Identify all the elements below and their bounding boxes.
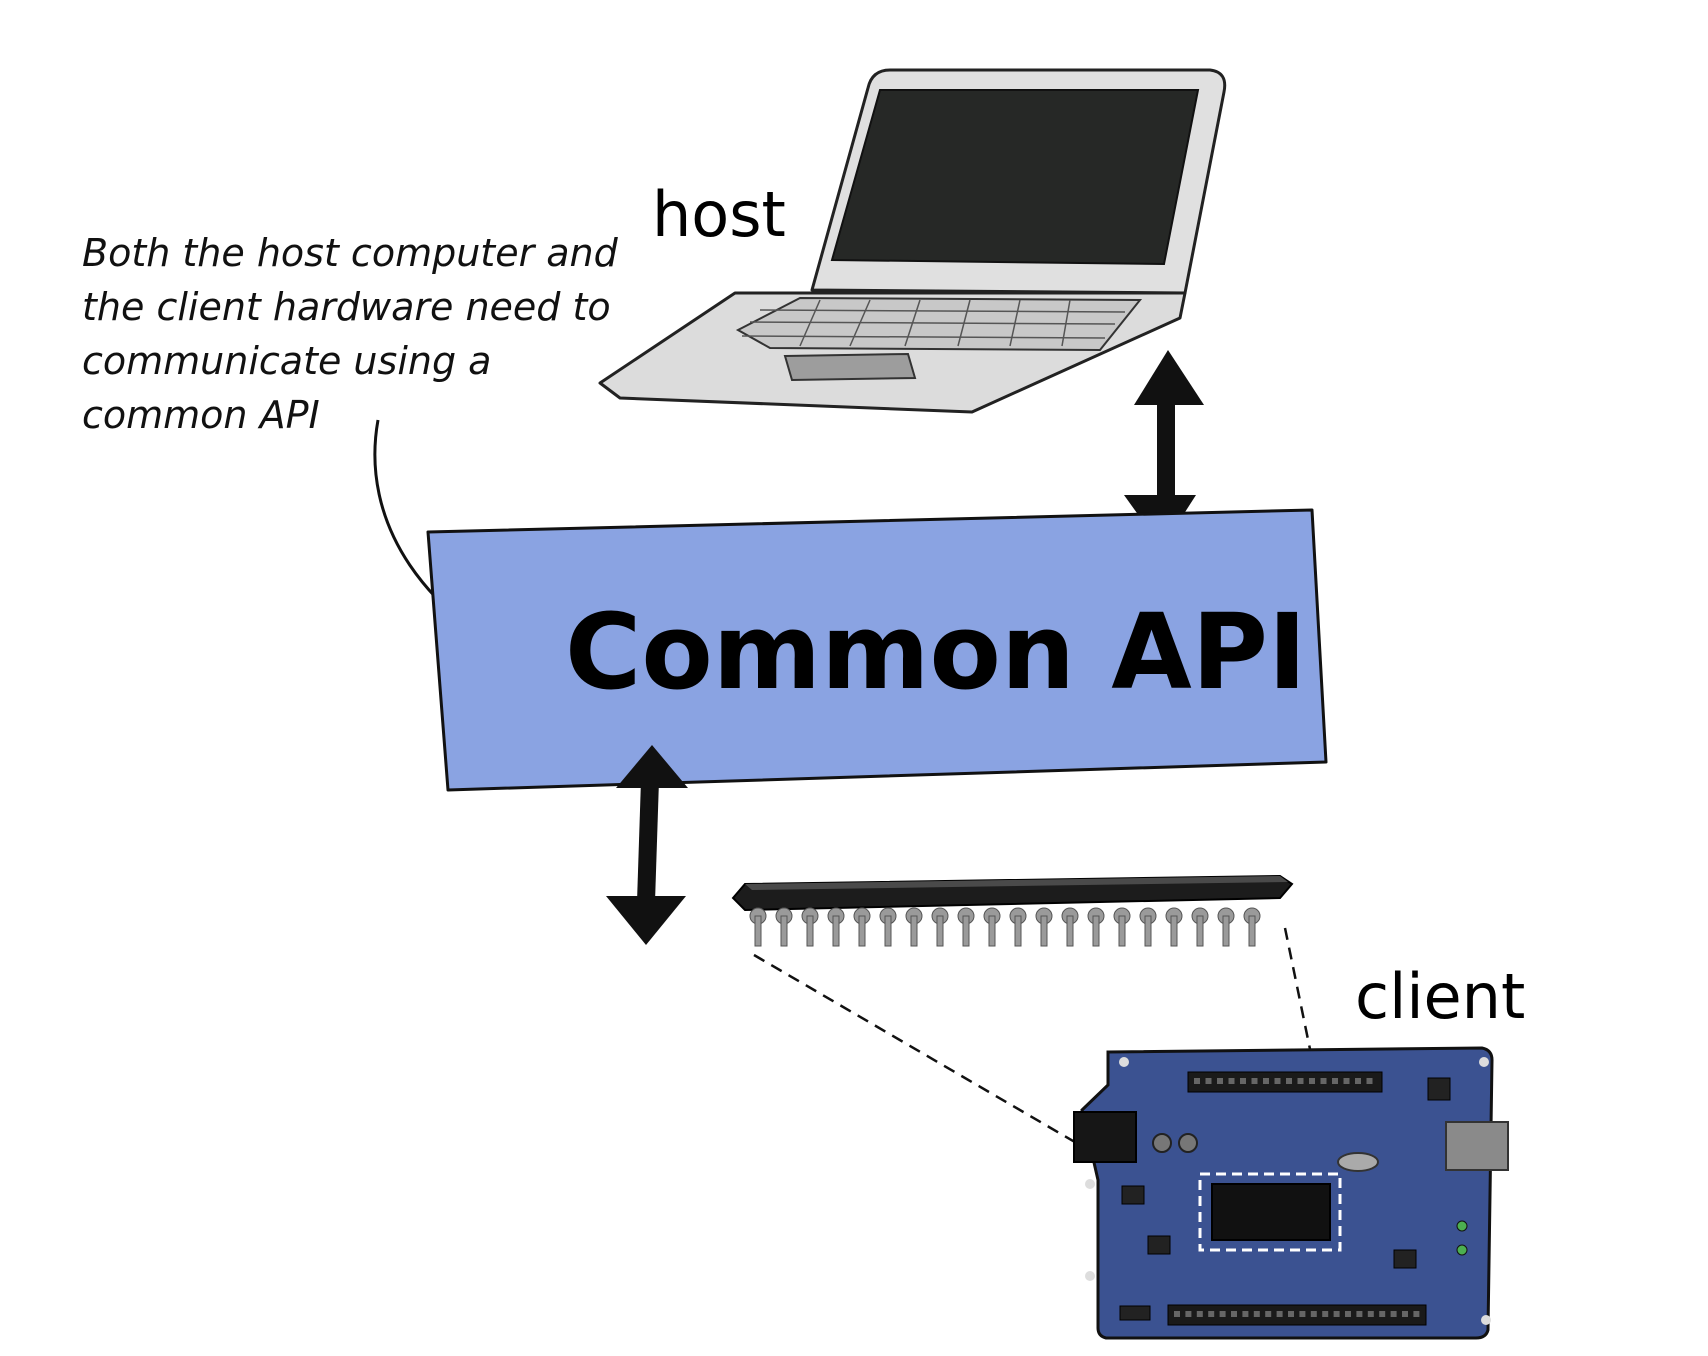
chip-pin-leg (780, 915, 788, 947)
header-pin (1356, 1311, 1363, 1317)
header-pin (1297, 1078, 1304, 1084)
common-api-box (426, 508, 1328, 792)
header-pin (1231, 1311, 1237, 1317)
header-pin (1196, 1311, 1203, 1317)
header-pin (1333, 1311, 1340, 1317)
annotation-line-3: communicate using a (82, 339, 491, 383)
header-pin (1366, 1078, 1373, 1084)
header-pin (1379, 1311, 1386, 1317)
laptop-icon (598, 68, 1227, 414)
header-pin (1343, 1078, 1350, 1084)
header-pin (1242, 1311, 1249, 1317)
chip-pin-leg (1222, 915, 1230, 947)
header-pin (1253, 1311, 1260, 1317)
header-pin (1205, 1078, 1212, 1084)
annotation-line-2: the client hardware need to (82, 285, 611, 329)
annotation-text: Both the host computer and the client ha… (82, 231, 619, 437)
chip-pin-leg (988, 915, 996, 947)
header-pin (1309, 1078, 1315, 1084)
header-pin (1194, 1078, 1200, 1084)
header-pin (1299, 1311, 1306, 1317)
common-api-label: Common API (565, 591, 1307, 713)
header-pin (1265, 1311, 1272, 1317)
chip-pin-leg (1248, 915, 1256, 947)
header-pin (1185, 1311, 1192, 1317)
host-label: host (652, 178, 786, 251)
header-pin (1228, 1078, 1235, 1084)
header-pin (1240, 1078, 1246, 1084)
header-pin (1286, 1078, 1292, 1084)
annotation-line-4: common API (82, 393, 320, 437)
header-pin (1217, 1078, 1223, 1084)
header-pin (1174, 1311, 1180, 1317)
annotation-line-1: Both the host computer and (82, 231, 619, 275)
header-pin (1367, 1311, 1374, 1317)
chip-pin-leg (1196, 915, 1204, 947)
header-pin (1208, 1311, 1215, 1317)
header-pin (1251, 1078, 1258, 1084)
chip-pin-leg (1118, 915, 1126, 947)
header-pin (1320, 1078, 1327, 1084)
header-pin (1402, 1311, 1408, 1317)
chip-pin-leg (1144, 915, 1152, 947)
chip-pin-leg (962, 915, 970, 947)
chip-pin-leg (910, 915, 918, 947)
ic-chip-icon (731, 874, 1294, 947)
chip-pin-leg (936, 915, 944, 947)
api-client-double-arrow (606, 745, 688, 945)
header-pin (1413, 1311, 1420, 1317)
header-pin (1345, 1311, 1351, 1317)
header-pin (1355, 1078, 1361, 1084)
chip-pin-leg (1170, 915, 1178, 947)
chip-pin-leg (832, 915, 840, 947)
header-pin (1310, 1311, 1317, 1317)
client-label: client (1355, 960, 1525, 1033)
microcontroller-board-icon (1073, 1046, 1509, 1340)
header-pin (1219, 1311, 1226, 1317)
header-pin (1276, 1311, 1283, 1317)
header-pin (1390, 1311, 1397, 1317)
chip-pin-leg (1066, 915, 1074, 947)
chip-pin-leg (884, 915, 892, 947)
chip-pin-leg (1040, 915, 1048, 947)
chip-pin-leg (858, 915, 866, 947)
chip-pin-leg (806, 915, 814, 947)
chip-pin-leg (1014, 915, 1022, 947)
header-pin (1274, 1078, 1281, 1084)
header-pin (1322, 1311, 1329, 1317)
chip-pin-leg (754, 915, 762, 947)
chip-pin-leg (1092, 915, 1100, 947)
header-pin (1332, 1078, 1338, 1084)
header-pin (1288, 1311, 1294, 1317)
header-pin (1263, 1078, 1269, 1084)
